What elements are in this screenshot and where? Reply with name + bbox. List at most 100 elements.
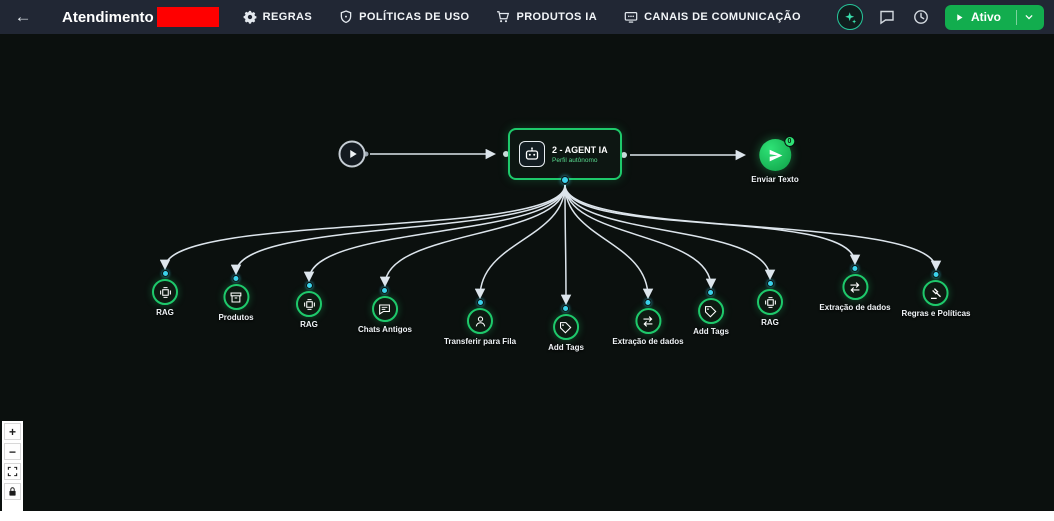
nav-item-produtos-ia[interactable]: PRODUTOS IA [496, 10, 597, 24]
redacted-name [156, 7, 219, 27]
divider [1016, 9, 1017, 25]
nav-item-politicas-de-uso[interactable]: POLÍTICAS DE USO [339, 10, 469, 24]
agent-node-subtitle: Perfil autônomo [552, 156, 598, 164]
node-circle[interactable] [634, 308, 661, 334]
topbar: ← Atendimento REGRAS POLÍTICAS DE USO PR… [0, 0, 1054, 34]
input-port[interactable] [562, 305, 570, 312]
send-node-circle[interactable]: 0 [758, 136, 795, 171]
flow-node-add-tags-2[interactable]: Add Tags [693, 289, 729, 336]
start-node[interactable] [338, 140, 366, 168]
flow-node-add-tags-1[interactable]: Add Tags [548, 305, 584, 352]
nav-label: CANAIS DE COMUNICAÇÃO [644, 11, 801, 23]
input-port[interactable] [644, 299, 652, 306]
send-node-label: Enviar Texto [751, 175, 799, 184]
user-icon [474, 315, 487, 328]
nav-item-canais-de-comunicacao[interactable]: CANAIS DE COMUNICAÇÃO [624, 10, 801, 24]
node-circle[interactable] [552, 314, 579, 340]
back-button[interactable]: ← [10, 4, 36, 30]
lock-button[interactable] [4, 483, 21, 500]
node-label: RAG [761, 318, 779, 327]
input-port[interactable] [305, 282, 313, 289]
agent-node-title: 2 - AGENT IA [552, 144, 608, 155]
flow-node-rag-2[interactable]: RAG [296, 282, 322, 329]
input-port[interactable] [707, 289, 715, 296]
back-arrow-icon: ← [14, 7, 32, 26]
history-button[interactable] [911, 7, 931, 27]
nav-item-regras[interactable]: REGRAS [243, 10, 312, 24]
rag-icon [159, 286, 172, 299]
send-text-node[interactable]: 0 Enviar Texto [751, 136, 799, 184]
edge-lines [159, 148, 942, 306]
input-port[interactable] [232, 275, 240, 282]
node-circle[interactable] [222, 284, 249, 310]
flow-controls: + − [2, 421, 23, 521]
policy-shield-icon [339, 10, 353, 24]
input-port[interactable] [476, 299, 484, 306]
page-title: Atendimento [62, 8, 154, 26]
input-port[interactable] [932, 271, 940, 278]
fit-view-button[interactable] [4, 463, 21, 480]
send-node-badge: 0 [783, 136, 795, 147]
node-circle[interactable] [841, 274, 868, 300]
node-circle[interactable] [697, 298, 724, 324]
agent-output-port[interactable] [561, 176, 569, 184]
node-label: RAG [300, 320, 318, 329]
flow-node-extracao-de-dados-2[interactable]: Extração de dados [819, 265, 891, 312]
status-label: Ativo [971, 10, 1001, 24]
play-icon [955, 13, 964, 22]
gavel-icon [929, 287, 942, 300]
flow-node-regras-e-politicas[interactable]: Regras e Políticas [901, 271, 971, 318]
node-circle[interactable] [467, 308, 493, 334]
clock-icon [913, 9, 929, 25]
chat-button[interactable] [877, 7, 897, 27]
screen-icon [624, 10, 638, 24]
ai-sparkle-button[interactable] [837, 4, 863, 30]
minus-icon: − [8, 444, 16, 459]
node-label: Extração de dados [819, 303, 891, 312]
play-icon [347, 149, 358, 160]
lock-icon [7, 486, 18, 497]
node-circle[interactable] [372, 296, 398, 322]
node-label: Add Tags [693, 327, 729, 336]
flow-node-chats-antigos[interactable]: Chats Antigos [358, 287, 412, 334]
agent-node[interactable]: 2 - AGENT IA Perfil autônomo [508, 128, 622, 184]
tag-icon [559, 321, 572, 334]
send-icon [768, 148, 783, 163]
status-toggle-button[interactable]: Ativo [945, 4, 1044, 30]
chat-bubble-icon [879, 9, 895, 25]
flow-node-extracao-de-dados-1[interactable]: Extração de dados [612, 299, 684, 346]
robot-icon [519, 141, 545, 167]
swap-arrows-icon [848, 281, 861, 294]
input-port[interactable] [161, 270, 169, 277]
flow-edges [159, 148, 942, 306]
node-label: Add Tags [548, 343, 584, 352]
node-label: Regras e Políticas [901, 309, 971, 318]
fit-view-icon [7, 466, 18, 477]
flow-node-transferir-para-fila[interactable]: Transferir para Fila [444, 299, 516, 346]
node-label: RAG [156, 308, 174, 317]
topbar-nav: REGRAS POLÍTICAS DE USO PRODUTOS IA CANA… [243, 10, 801, 24]
node-circle[interactable] [922, 280, 949, 306]
topbar-actions: Ativo [837, 4, 1044, 30]
node-label: Produtos [218, 313, 254, 322]
flow-canvas[interactable]: 2 - AGENT IA Perfil autônomo 0 Enviar Te… [0, 34, 1054, 511]
input-port[interactable] [766, 280, 774, 287]
node-circle[interactable] [152, 279, 178, 305]
node-circle[interactable] [296, 291, 322, 317]
tag-icon [704, 305, 717, 318]
flow-node-produtos[interactable]: Produtos [218, 275, 254, 322]
flow-node-rag-1[interactable]: RAG [152, 270, 178, 317]
zoom-out-button[interactable]: − [4, 443, 21, 460]
input-port[interactable] [381, 287, 389, 294]
bottom-strip [0, 511, 1054, 521]
input-port[interactable] [851, 265, 859, 272]
nav-label: POLÍTICAS DE USO [359, 11, 470, 23]
node-label: Extração de dados [612, 337, 684, 346]
rag-icon [303, 298, 316, 311]
zoom-in-button[interactable]: + [4, 423, 21, 440]
agent-node-text: 2 - AGENT IA Perfil autônomo [552, 145, 608, 164]
node-label: Transferir para Fila [443, 337, 517, 346]
node-circle[interactable] [757, 289, 783, 315]
flow-node-rag-3[interactable]: RAG [757, 280, 783, 327]
